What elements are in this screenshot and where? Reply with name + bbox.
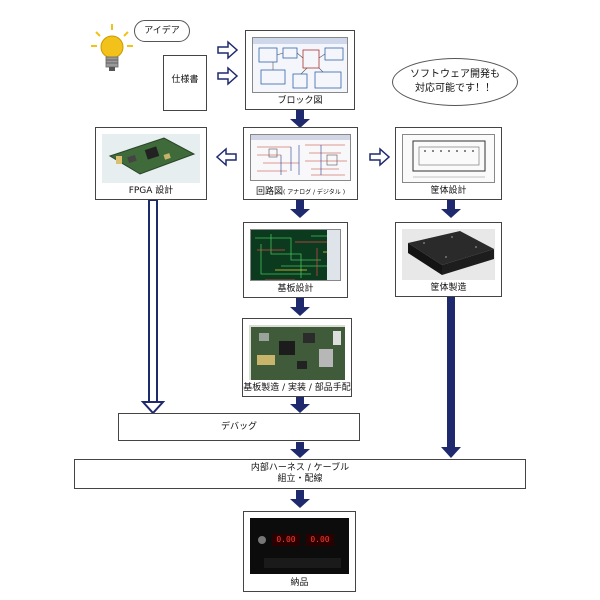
arrow-board-to-manufacture <box>290 298 310 316</box>
software-note-line1: ソフトウェア開発も <box>410 69 500 80</box>
circuit-diagram-thumbnail <box>250 134 351 181</box>
fpga-board-thumbnail <box>102 134 200 183</box>
step-block-diagram: ブロック図 <box>245 30 355 110</box>
lightbulb-icon <box>91 24 133 71</box>
assembled-board-image <box>251 327 345 380</box>
step-debug: デバッグ <box>118 413 360 441</box>
board-design-label: 基板設計 <box>277 284 314 294</box>
arrow-assembly-to-delivery <box>290 490 310 508</box>
arrow-housing-to-assembly <box>441 297 461 458</box>
debug-label: デバッグ <box>220 422 257 432</box>
board-manufacture-label: 基板製造 / 実装 / 部品手配 <box>243 383 351 393</box>
software-note-line2: 対応可能です！！ <box>415 83 495 94</box>
arrow-circuit-to-board <box>290 200 310 218</box>
fpga-design-label: FPGA 設計 <box>128 186 174 196</box>
arrow-circuit-to-housing <box>369 147 391 167</box>
assembly-line2: 組立・配線 <box>277 474 323 484</box>
step-housing-manufacture: 筐体製造 <box>395 222 502 297</box>
idea-bubble: アイデア <box>134 20 190 42</box>
circuit-diagram-sub: ( アナログ / デジタル ) <box>282 189 346 196</box>
circuit-diagram-label: 回路図( アナログ / デジタル ) <box>244 187 357 198</box>
step-board-manufacture: 基板製造 / 実装 / 部品手配 <box>242 318 352 397</box>
arrow-spec-to-block <box>217 66 239 86</box>
step-assembly: 内部ハーネス / ケーブル 組立・配線 <box>74 459 526 489</box>
housing-manufacture-thumbnail <box>402 229 495 280</box>
delivery-thumbnail: 0.00 0.00 <box>250 518 349 574</box>
spec-label: 仕様書 <box>171 75 199 85</box>
housing-manufacture-label: 筐体製造 <box>430 283 467 293</box>
step-board-design: 基板設計 <box>243 222 348 298</box>
arrow-debug-to-assembly <box>290 442 310 458</box>
block-diagram-thumbnail <box>252 37 348 93</box>
schematic-image <box>253 38 347 89</box>
device-display-left: 0.00 <box>272 534 300 546</box>
fpga-board-image <box>108 137 196 175</box>
housing-drawing-image <box>412 140 486 178</box>
idea-group: アイデア <box>90 18 200 78</box>
block-diagram-label: ブロック図 <box>277 96 323 106</box>
delivery-label: 納品 <box>290 578 309 588</box>
arrow-fpga-to-debug <box>140 199 166 415</box>
spec-document: 仕様書 <box>163 55 207 111</box>
board-design-thumbnail <box>250 229 341 281</box>
housing-design-thumbnail <box>402 134 495 183</box>
step-housing-design: 筐体設計 <box>395 127 502 200</box>
board-manufacture-thumbnail <box>249 325 345 380</box>
step-fpga-design: FPGA 設計 <box>95 127 207 200</box>
software-note-bubble: ソフトウェア開発も 対応可能です！！ <box>392 58 518 106</box>
enclosure-photo-image <box>408 231 494 275</box>
idea-label: アイデア <box>144 26 180 36</box>
assembly-line1: 内部ハーネス / ケーブル <box>250 463 350 473</box>
step-delivery: 0.00 0.00 納品 <box>243 511 356 592</box>
housing-design-label: 筐体設計 <box>430 186 467 196</box>
arrow-idea-to-block <box>217 40 239 60</box>
device-knob <box>258 536 266 544</box>
device-display-right: 0.00 <box>306 534 334 546</box>
arrow-block-to-circuit <box>290 110 310 128</box>
arrow-circuit-to-fpga <box>215 147 237 167</box>
arrow-manufacture-to-debug <box>290 397 310 413</box>
circuit-schematic-image <box>251 135 350 176</box>
step-circuit-diagram: 回路図( アナログ / デジタル ) <box>243 127 358 200</box>
circuit-diagram-title: 回路図 <box>255 187 283 197</box>
arrow-housing-design-to-manufacture <box>441 200 461 218</box>
device-lower-panel <box>264 558 341 568</box>
pcb-layout-image <box>251 230 340 280</box>
